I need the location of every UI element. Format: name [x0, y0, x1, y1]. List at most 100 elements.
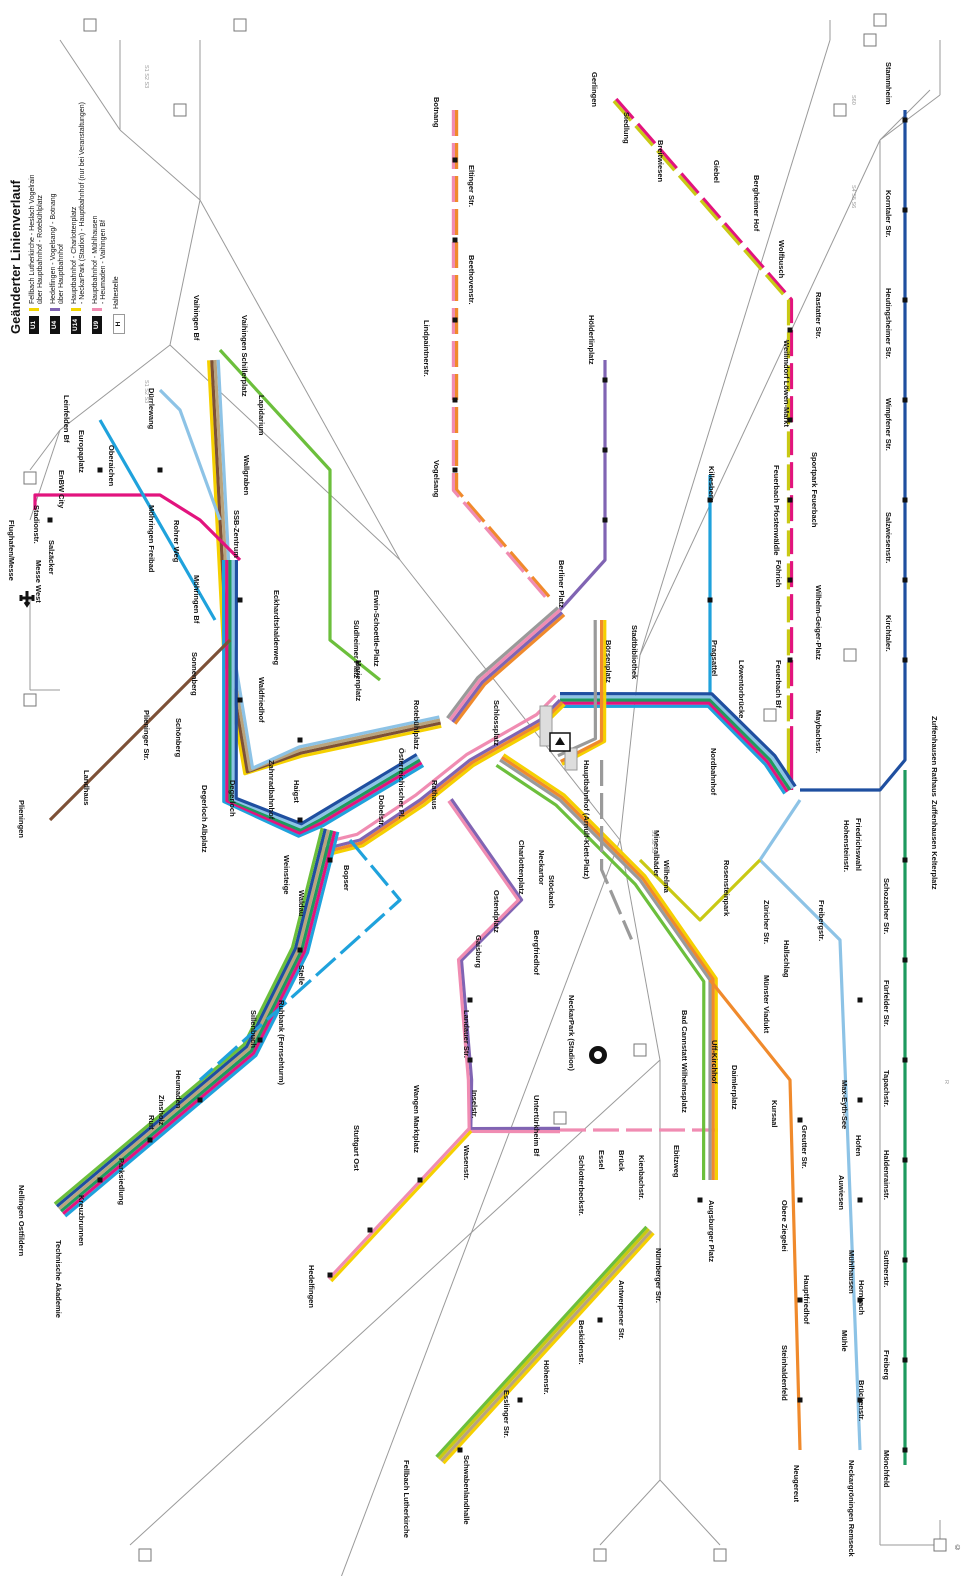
station-label: Hallschlag [783, 940, 791, 978]
station-label: Hauptfriedhof [803, 1275, 811, 1324]
station-label: Eltinger Str. [468, 165, 476, 207]
station-tick [238, 598, 243, 603]
line-color-swatch [71, 308, 81, 311]
station-label: Rosensteinpark [723, 860, 731, 916]
station-label: Vaihingen Schillerplatz [241, 315, 249, 397]
station-label: Freiberg [883, 1350, 891, 1380]
station-label: Ostendplatz [493, 890, 501, 933]
station-tick [798, 1118, 803, 1123]
line-badge: U4 [50, 316, 60, 334]
station-label: Uff-Kirchhof [711, 1040, 719, 1084]
s-bahn-station [844, 649, 856, 661]
station-label: Suttnerstr. [883, 1250, 891, 1288]
station-label: Sportpark Feuerbach [811, 452, 819, 527]
station-label: Hedelfingen [308, 1265, 316, 1308]
legend-item: U4 Hedelfingen - Vogelsang/ - Botnang üb… [50, 4, 66, 334]
gerlingen-u13 [614, 101, 789, 740]
station-tick [788, 328, 793, 333]
station-tick [298, 948, 303, 953]
station-label: Kursaal [771, 1100, 779, 1128]
station-label: Wimpfener Str. [885, 398, 893, 451]
s-bahn-station [174, 104, 186, 116]
station-label: Nordbahnhof [710, 748, 718, 795]
station-label: Esslinger Str. [503, 1390, 511, 1438]
station-label: Nürnberger Str. [655, 1248, 663, 1303]
station-label: Beethovenstr. [468, 255, 476, 305]
line-badge: U14 [71, 316, 81, 334]
hedelfingen-u9 [329, 1129, 469, 1279]
station-label: Parksiedlung [118, 1158, 126, 1205]
station-label: Pragsattel [711, 640, 719, 676]
station-tick [903, 958, 908, 963]
station-tick [903, 1158, 908, 1163]
station-tick [903, 498, 908, 503]
station-tick [798, 1198, 803, 1203]
station-label: Augsburger Platz [708, 1200, 716, 1262]
s-bahn-station [864, 34, 876, 46]
legend-item-text: Hedelfingen - Vogelsang/ - Botnang über … [50, 193, 66, 304]
station-tick [328, 858, 333, 863]
station-label: Killesberg [708, 466, 716, 502]
station-label: Salzäcker [48, 540, 56, 575]
station-tick [903, 1058, 908, 1063]
station-label: Erwin-Schoettle-Platz [373, 590, 381, 667]
s-bahn-line [600, 1480, 660, 1545]
legend-item-text: Hauptbahnhof - Charlottenplatz - NeckarP… [71, 102, 87, 304]
station-tick [903, 858, 908, 863]
station-label: Schwabenlandhalle [463, 1455, 471, 1525]
station-label: Messe West [35, 560, 43, 603]
station-tick [48, 518, 53, 523]
u4-west-u4 [560, 360, 605, 610]
station-tick [858, 1198, 863, 1203]
station-label: Hauptbahnhof (Arnulf-Klett-Platz) [583, 760, 591, 879]
station-tick [258, 1038, 263, 1043]
station-label: Schlotterbeckstr. [578, 1155, 586, 1216]
station-label: Feuerbach Pfostenwäldle [773, 465, 781, 555]
station-tick [453, 318, 458, 323]
station-label: Inselstr. [471, 1090, 479, 1118]
station-label: Börsenplatz [605, 640, 613, 683]
station-tick [238, 698, 243, 703]
legend-item-text: Hauptbahnhof - Mühlhausen - Heumaden - V… [92, 216, 108, 304]
s-bahn-station [554, 1112, 566, 1124]
station-label: Lindpaintnerstr. [423, 320, 431, 377]
station-tick [158, 468, 163, 473]
airport-icon [21, 591, 33, 605]
s-bahn-station [634, 1044, 646, 1056]
station-label: Salzwiesenstr. [885, 512, 893, 563]
station-tick [468, 998, 473, 1003]
station-label: Weilimdorf Löwen-Markt [783, 340, 791, 427]
station-label: Weinsteige [283, 855, 291, 894]
station-tick [798, 1398, 803, 1403]
s-bahn-station [934, 1539, 946, 1551]
station-label: Auwiesen [838, 1175, 846, 1210]
station-tick [903, 118, 908, 123]
station-tick [368, 1228, 373, 1233]
station-label: Vogelsang [433, 460, 441, 497]
station-label: Nellingen Ostfildern [18, 1185, 26, 1256]
station-label: Plieningen [18, 800, 26, 838]
line-badge: U1 [29, 316, 39, 334]
station-label: Steinhaldenfeld [781, 1345, 789, 1401]
station-tick [453, 468, 458, 473]
station-label: Plieninger Str. [143, 710, 151, 760]
station-label: Rastatter Str. [815, 292, 823, 339]
station-label: Neugereut [793, 1465, 801, 1502]
station-label: Zuffenhausen Kelterplatz [931, 800, 939, 890]
line-badge: H [113, 314, 125, 334]
station-label: Giebel [713, 160, 721, 183]
station-label: Höhenstr. [543, 1360, 551, 1395]
station-tick [903, 1258, 908, 1263]
station-label: Technische Akademie [55, 1240, 63, 1318]
station-label: Brück [618, 1150, 626, 1171]
vaihingen-u3 [212, 360, 441, 772]
station-label: Kienbachstr. [638, 1155, 646, 1200]
station-label: Stammheim [885, 62, 893, 105]
station-label: Schozacher Str. [883, 878, 891, 934]
fellbach-u8 [441, 1231, 651, 1461]
station-tick [328, 1273, 333, 1278]
station-label: Ruhbank (Fernsehturm) [278, 1000, 286, 1085]
s-bahn-station [234, 19, 246, 31]
station-label: Ruit [148, 1115, 156, 1130]
station-tick [148, 1138, 153, 1143]
